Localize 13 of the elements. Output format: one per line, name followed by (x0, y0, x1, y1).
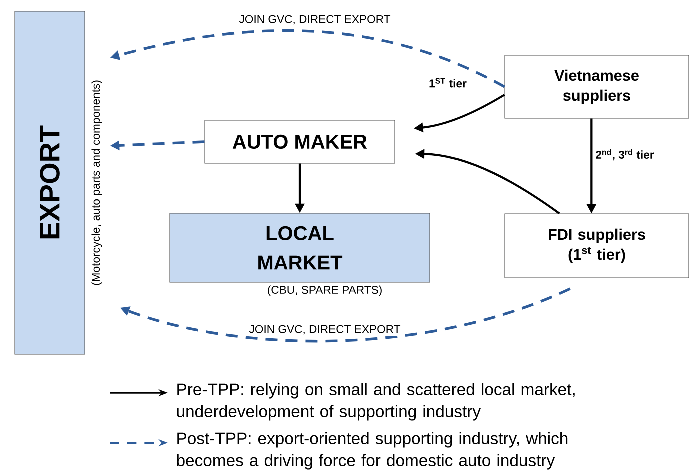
edge-label: 2$^{nd}$, 3$^{rd}$ tier (594, 148, 656, 162)
box: LOCAL MARKET (170, 213, 430, 283)
legend-text: Post-TPP: export-oriented supporting industry, which becomes a driving force for domestic auto industry (177, 432, 568, 470)
edge-label: JOIN GVC, DIRECT EXPORT (248, 324, 402, 336)
box: FDI suppliers (1$^{st}$ tier) (504, 214, 690, 278)
node-label: (CBU, SPARE PARTS) (268, 286, 382, 296)
box: AUTO MAKER (204, 120, 396, 164)
node-label: (Motorcycle, auto parts and components) (92, 80, 102, 286)
edge-label: 1$^{ST}$ tier (428, 76, 468, 90)
legend-text: Pre-TPP: relying on small and scattered local market, underdevelopment of supporting industry (177, 383, 575, 421)
box: Vietnamese suppliers (504, 55, 690, 119)
edge-label: JOIN GVC, DIRECT EXPORT (238, 14, 392, 26)
export-bar: EXPORT (14, 11, 86, 355)
